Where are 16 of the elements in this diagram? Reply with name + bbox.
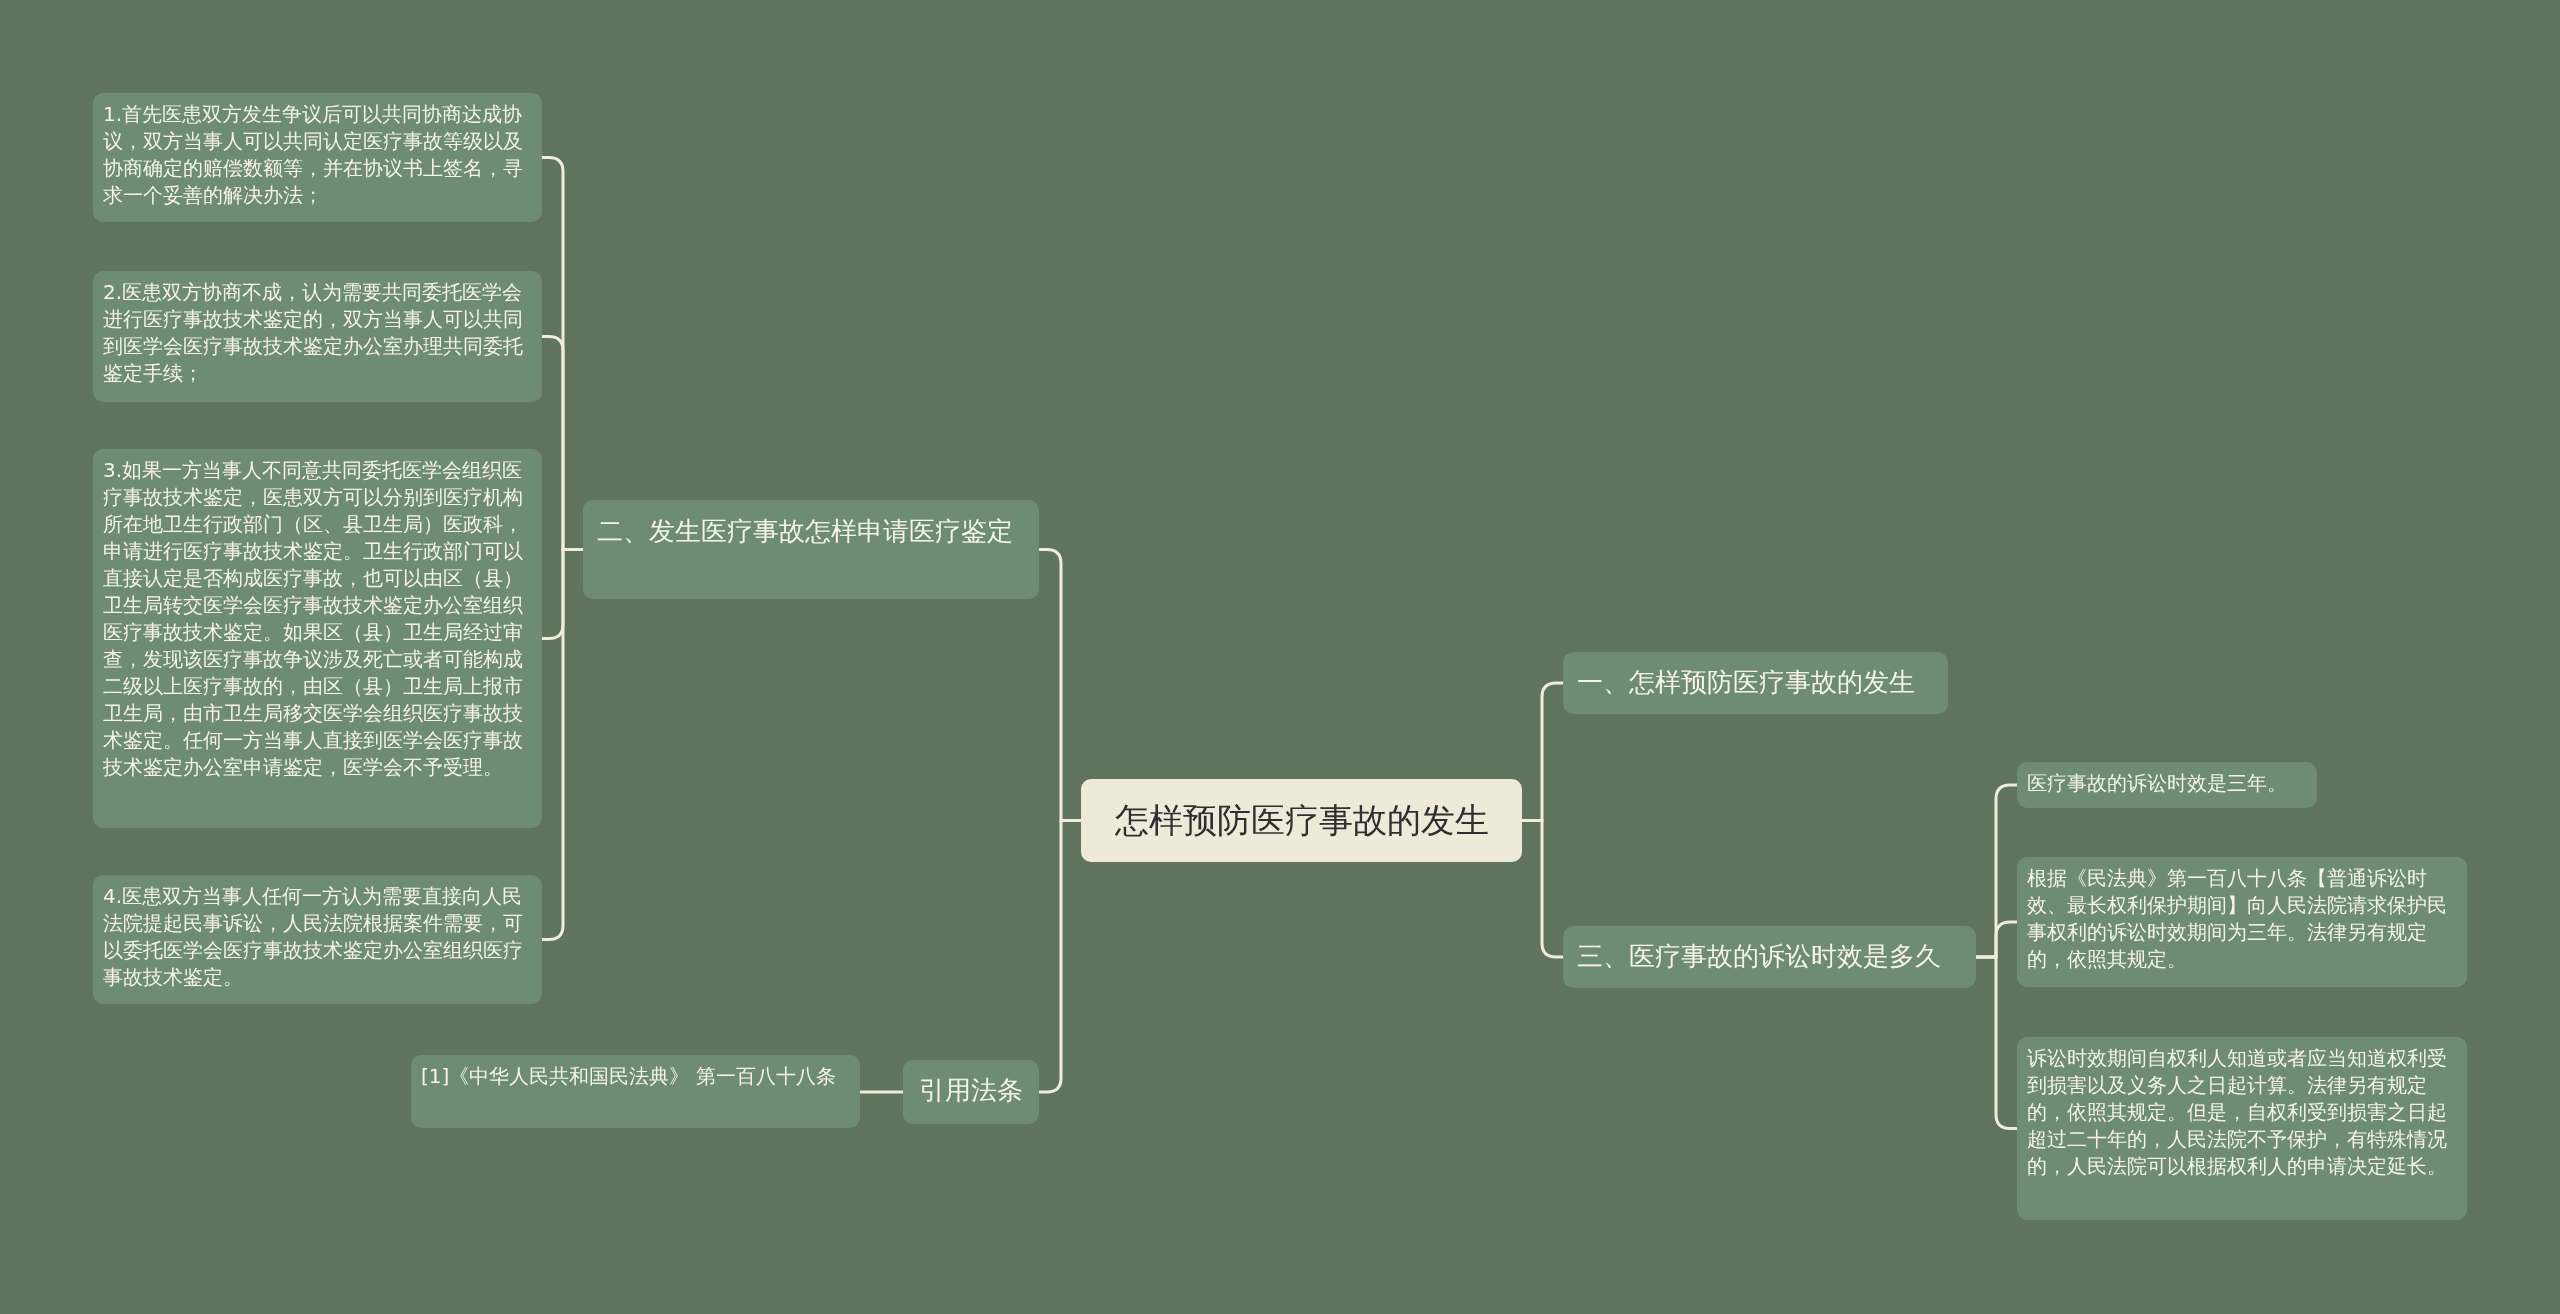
note-box: 1.首先医患双方发生争议后可以共同协商达成协议，双方当事人可以共同认定医疗事故等级以及协商确定的赔偿数额等，并在协议书上签名，寻求一个妥善的解决办法； [93, 93, 542, 222]
note-box: 根据《民法典》第一百八十八条【普通诉讼时效、最长权利保护期间】向人民法院请求保护民事权利的诉讼时效期间为三年。法律另有规定的，依照其规定。 [2017, 857, 2467, 987]
topic-box: 引用法条 [903, 1060, 1039, 1124]
note-box: [1]《中华人民共和国民法典》 第一百八十八条 [411, 1055, 860, 1128]
connector-line [860, 1090, 903, 1094]
note-box: 4.医患双方当事人任何一方认为需要直接向人民法院提起民事诉讼，人民法院根据案件需要，可以委托医学会医疗事故技术鉴定办公室组织医疗事故技术鉴定。 [93, 875, 542, 1004]
topic-box: 二、发生医疗事故怎样申请医疗鉴定 [583, 500, 1039, 599]
note-box: 2.医患双方协商不成，认为需要共同委托医学会进行医疗事故技术鉴定的，双方当事人可以共同到医学会医疗事故技术鉴定办公室办理共同委托鉴定手续； [93, 271, 542, 402]
topic-box: 一、怎样预防医疗事故的发生 [1563, 652, 1948, 714]
central-topic-box: 怎样预防医疗事故的发生 [1081, 779, 1522, 862]
topic-box: 三、医疗事故的诉讼时效是多久 [1563, 926, 1976, 988]
note-box: 诉讼时效期间自权利人知道或者应当知道权利受到损害以及义务人之日起计算。法律另有规定的，依照其规定。但是，自权利受到损害之日起超过二十年的，人民法院不予保护，有特殊情况的，人民法院可以根据权利人的申请决定延长。 [2017, 1037, 2467, 1220]
note-box: 3.如果一方当事人不同意共同委托医学会组织医疗事故技术鉴定，医患双方可以分别到医疗机构所在地卫生行政部门（区、县卫生局）医政科，申请进行医疗事故技术鉴定。卫生行政部门可以直接认定是否构成医疗事故，也可以由区（县）卫生局转交医学会医疗事故技术鉴定办公室组织医疗事故技术鉴定。如果区（县）卫生局经过审查，发现该医疗事故争议涉及死亡或者可能构成二级以上医疗事故的，由区（县）卫生局上报市卫生局，由市卫生局移交医学会组织医疗事故技术鉴定。任何一方当事人直接到医学会医疗事故技术鉴定办公室申请鉴定，医学会不予受理。 [93, 449, 542, 828]
connector-line [1976, 955, 2017, 1130]
connector-line [1039, 819, 1081, 1094]
note-box: 医疗事故的诉讼时效是三年。 [2017, 762, 2317, 808]
